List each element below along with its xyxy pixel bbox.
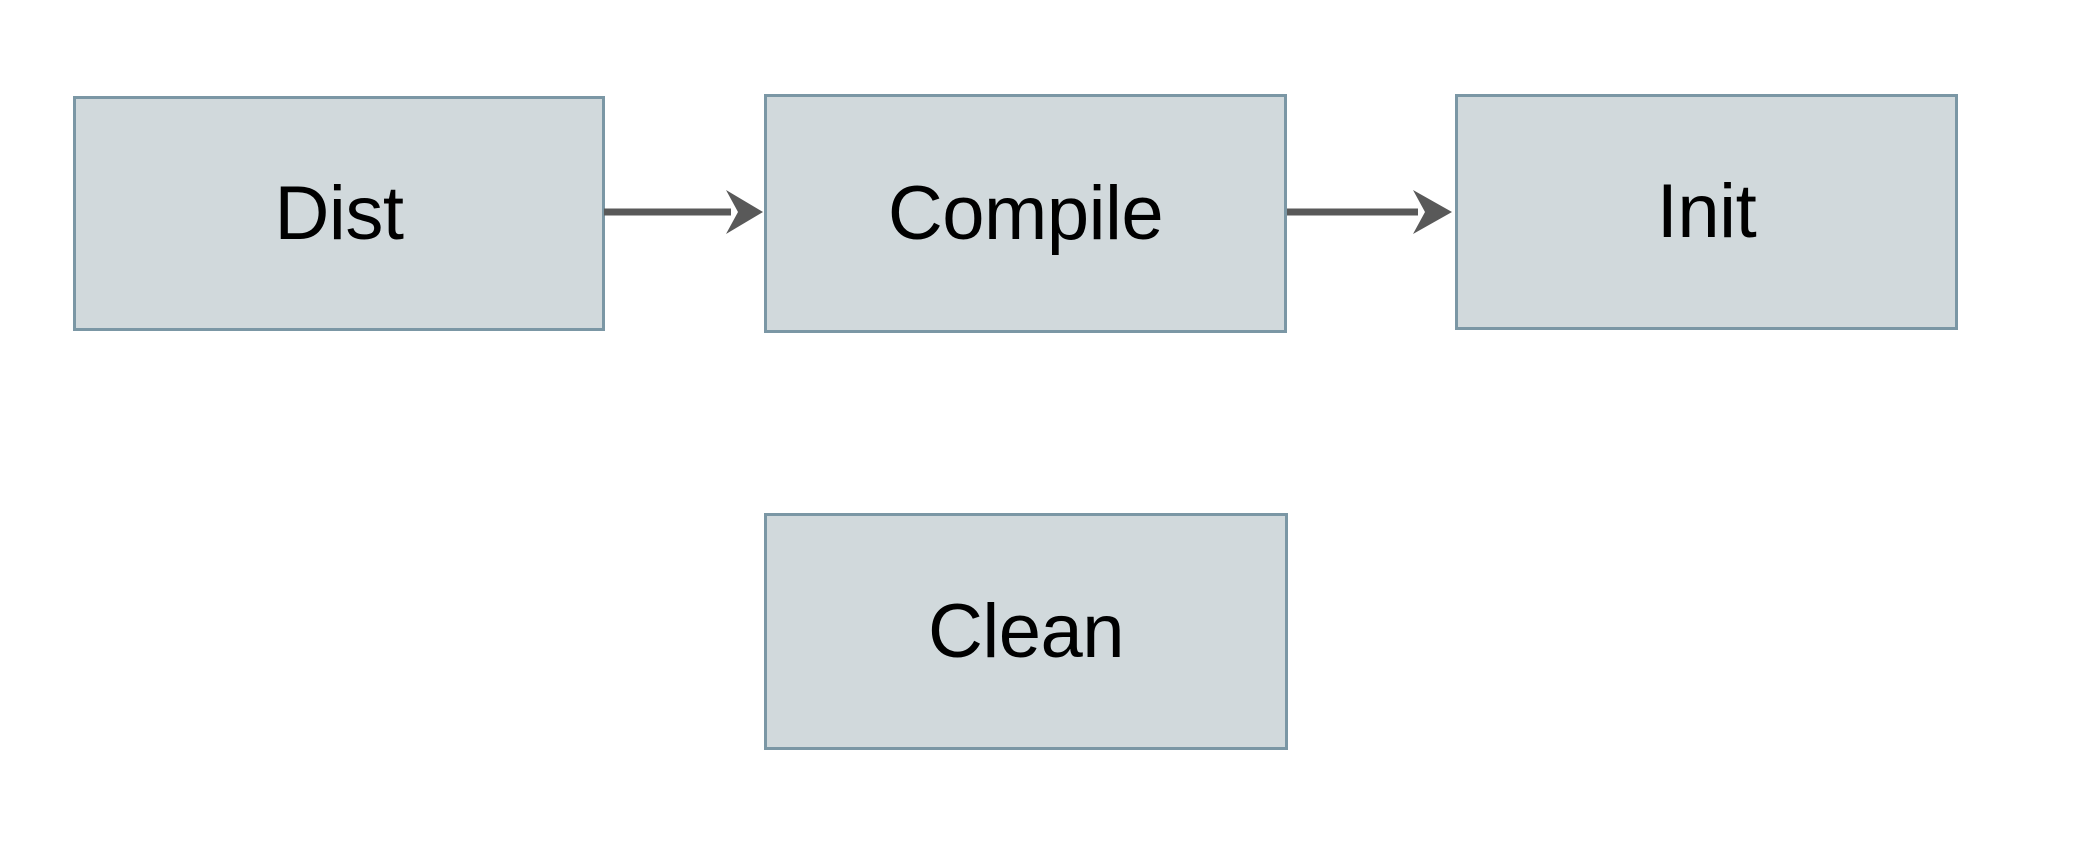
arrowhead-icon (1413, 190, 1452, 234)
node-init-label: Init (1656, 169, 1757, 254)
node-dist[interactable]: Dist (73, 96, 605, 331)
node-clean-label: Clean (927, 588, 1125, 674)
node-clean[interactable]: Clean (764, 513, 1288, 750)
node-dist-label: Dist (274, 170, 404, 256)
arrowhead-icon (726, 190, 763, 234)
edge-dist-to-compile[interactable] (600, 180, 770, 244)
edge-compile-to-init[interactable] (1283, 180, 1459, 244)
node-compile-label: Compile (887, 170, 1164, 256)
node-compile[interactable]: Compile (764, 94, 1287, 333)
node-init[interactable]: Init (1455, 94, 1958, 330)
